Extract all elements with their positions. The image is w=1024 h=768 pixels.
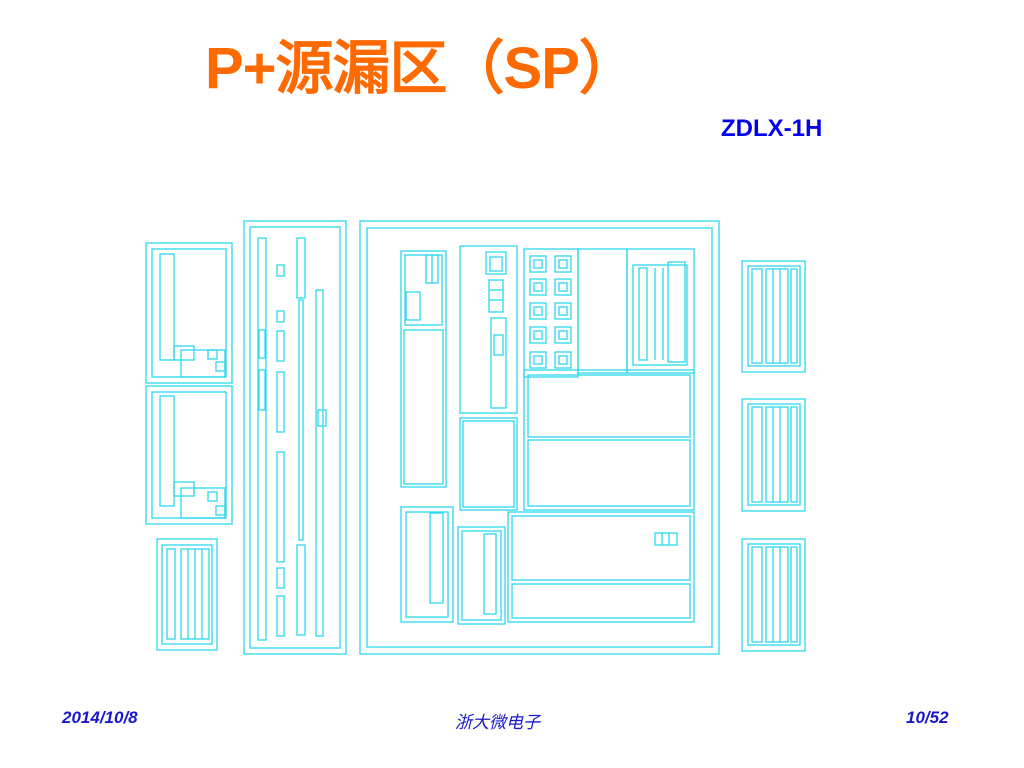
slide-subtitle: ZDLX-1H [721, 115, 823, 142]
left-block-bottom [156, 538, 218, 651]
left-block-top [145, 242, 233, 384]
right-block-top [741, 260, 806, 373]
right-block-middle [741, 398, 806, 512]
center-die [359, 220, 720, 655]
footer-page-number: 10/52 [906, 708, 949, 727]
slide-title: P+源漏区（SP） [205, 36, 637, 101]
footer-date: 2014/10/8 [62, 708, 138, 727]
strip-column [243, 220, 347, 655]
left-block-middle [145, 385, 233, 525]
footer-organization: 浙大微电子 [455, 713, 540, 733]
right-block-bottom [741, 538, 806, 652]
